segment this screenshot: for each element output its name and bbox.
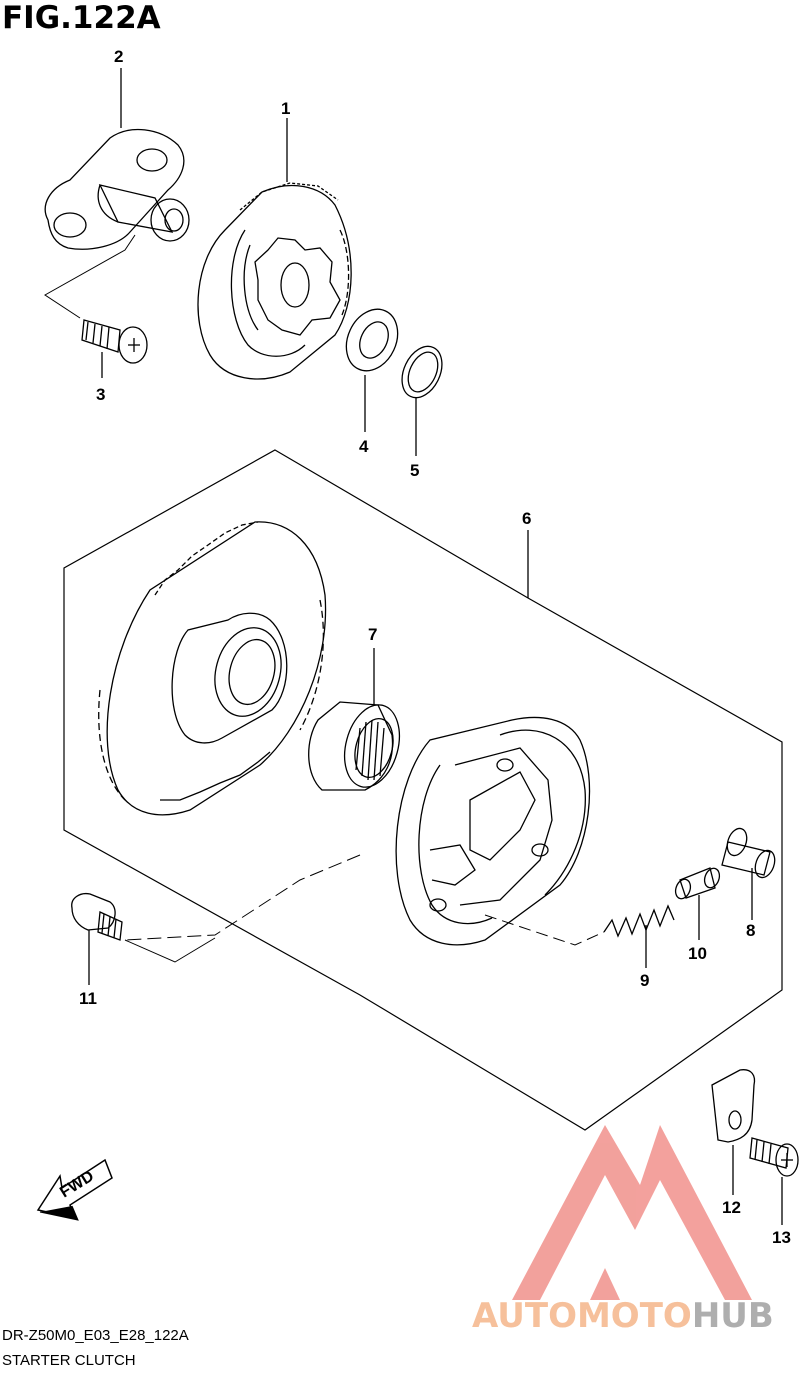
figure-name: STARTER CLUTCH — [2, 1352, 136, 1369]
callout-3: 3 — [96, 385, 105, 404]
part-9-spring — [603, 904, 675, 938]
part-6-starter-driven-gear — [98, 521, 327, 816]
callout-10: 10 — [688, 944, 707, 963]
fwd-direction-arrow: FWD — [36, 1158, 113, 1221]
part-13-screw — [749, 1137, 799, 1177]
part-5-circlip — [401, 345, 443, 399]
watermark-brand-part2: HUB — [692, 1296, 774, 1336]
callout-12: 12 — [722, 1198, 741, 1217]
part-2-shaft-bracket — [44, 128, 190, 250]
part-7-needle-bearing — [308, 701, 401, 791]
callout-2: 2 — [114, 47, 123, 66]
callout-13: 13 — [772, 1228, 791, 1247]
callout-1: 1 — [281, 99, 290, 118]
part-11-bolt — [71, 892, 123, 941]
part-3-screw — [81, 319, 148, 364]
part-10-plunger — [674, 867, 721, 900]
callout-7: 7 — [368, 625, 377, 644]
part-8-roller — [721, 827, 776, 879]
part-1-starter-idle-gear — [197, 182, 352, 380]
watermark-logo: AUTOMOTOHUB — [472, 1125, 774, 1336]
callout-5: 5 — [410, 461, 419, 480]
figure-code: DR-Z50M0_E03_E28_122A — [2, 1327, 189, 1344]
callout-9: 9 — [640, 971, 649, 990]
figure-title: FIG.122A — [2, 0, 161, 36]
callout-11: 11 — [79, 989, 97, 1008]
part-6-starter-clutch-body — [395, 716, 591, 946]
svg-text:AUTOMOTOHUB: AUTOMOTOHUB — [472, 1296, 774, 1336]
callout-6: 6 — [522, 509, 531, 528]
part-6-assembly-outline — [63, 449, 783, 1131]
part-12-plate — [711, 1069, 756, 1143]
watermark-brand-part1: AUTOMOTO — [472, 1296, 692, 1336]
callout-4: 4 — [359, 437, 369, 456]
callout-8: 8 — [746, 921, 755, 940]
part-4-washer — [345, 308, 399, 372]
callout-numbers: 2 1 3 4 5 6 7 8 9 10 11 12 13 — [79, 47, 791, 1247]
